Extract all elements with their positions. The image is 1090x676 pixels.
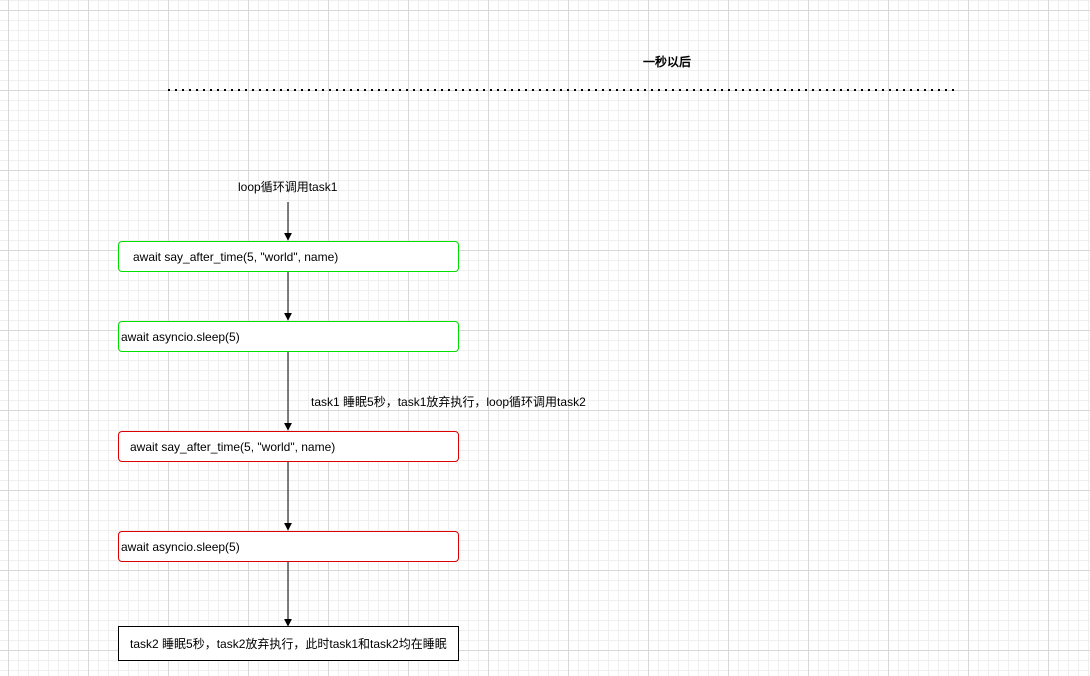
task1-sleep-note-label: task1 睡眠5秒，task1放弃执行，loop循环调用task2 — [311, 395, 586, 409]
task1-await-sleep-node[interactable]: await asyncio.sleep(5) — [118, 321, 459, 352]
task2-await-say-node[interactable]: await say_after_time(5, "world", name) — [118, 431, 459, 462]
task1-await-say-node[interactable]: await say_after_time(5, "world", name) — [118, 241, 459, 272]
node-label: await say_after_time(5, "world", name) — [133, 249, 339, 264]
node-label: await asyncio.sleep(5) — [121, 329, 240, 344]
node-label: await say_after_time(5, "world", name) — [130, 439, 336, 454]
node-label: task2 睡眠5秒，task2放弃执行，此时task1和task2均在睡眠 — [130, 636, 447, 651]
loop-call-task1-label: loop循环调用task1 — [238, 180, 338, 194]
task2-await-sleep-node[interactable]: await asyncio.sleep(5) — [118, 531, 459, 562]
page-title: 一秒以后 — [643, 55, 692, 69]
final-state-node[interactable]: task2 睡眠5秒，task2放弃执行，此时task1和task2均在睡眠 — [118, 626, 459, 661]
node-label: await asyncio.sleep(5) — [121, 539, 240, 554]
